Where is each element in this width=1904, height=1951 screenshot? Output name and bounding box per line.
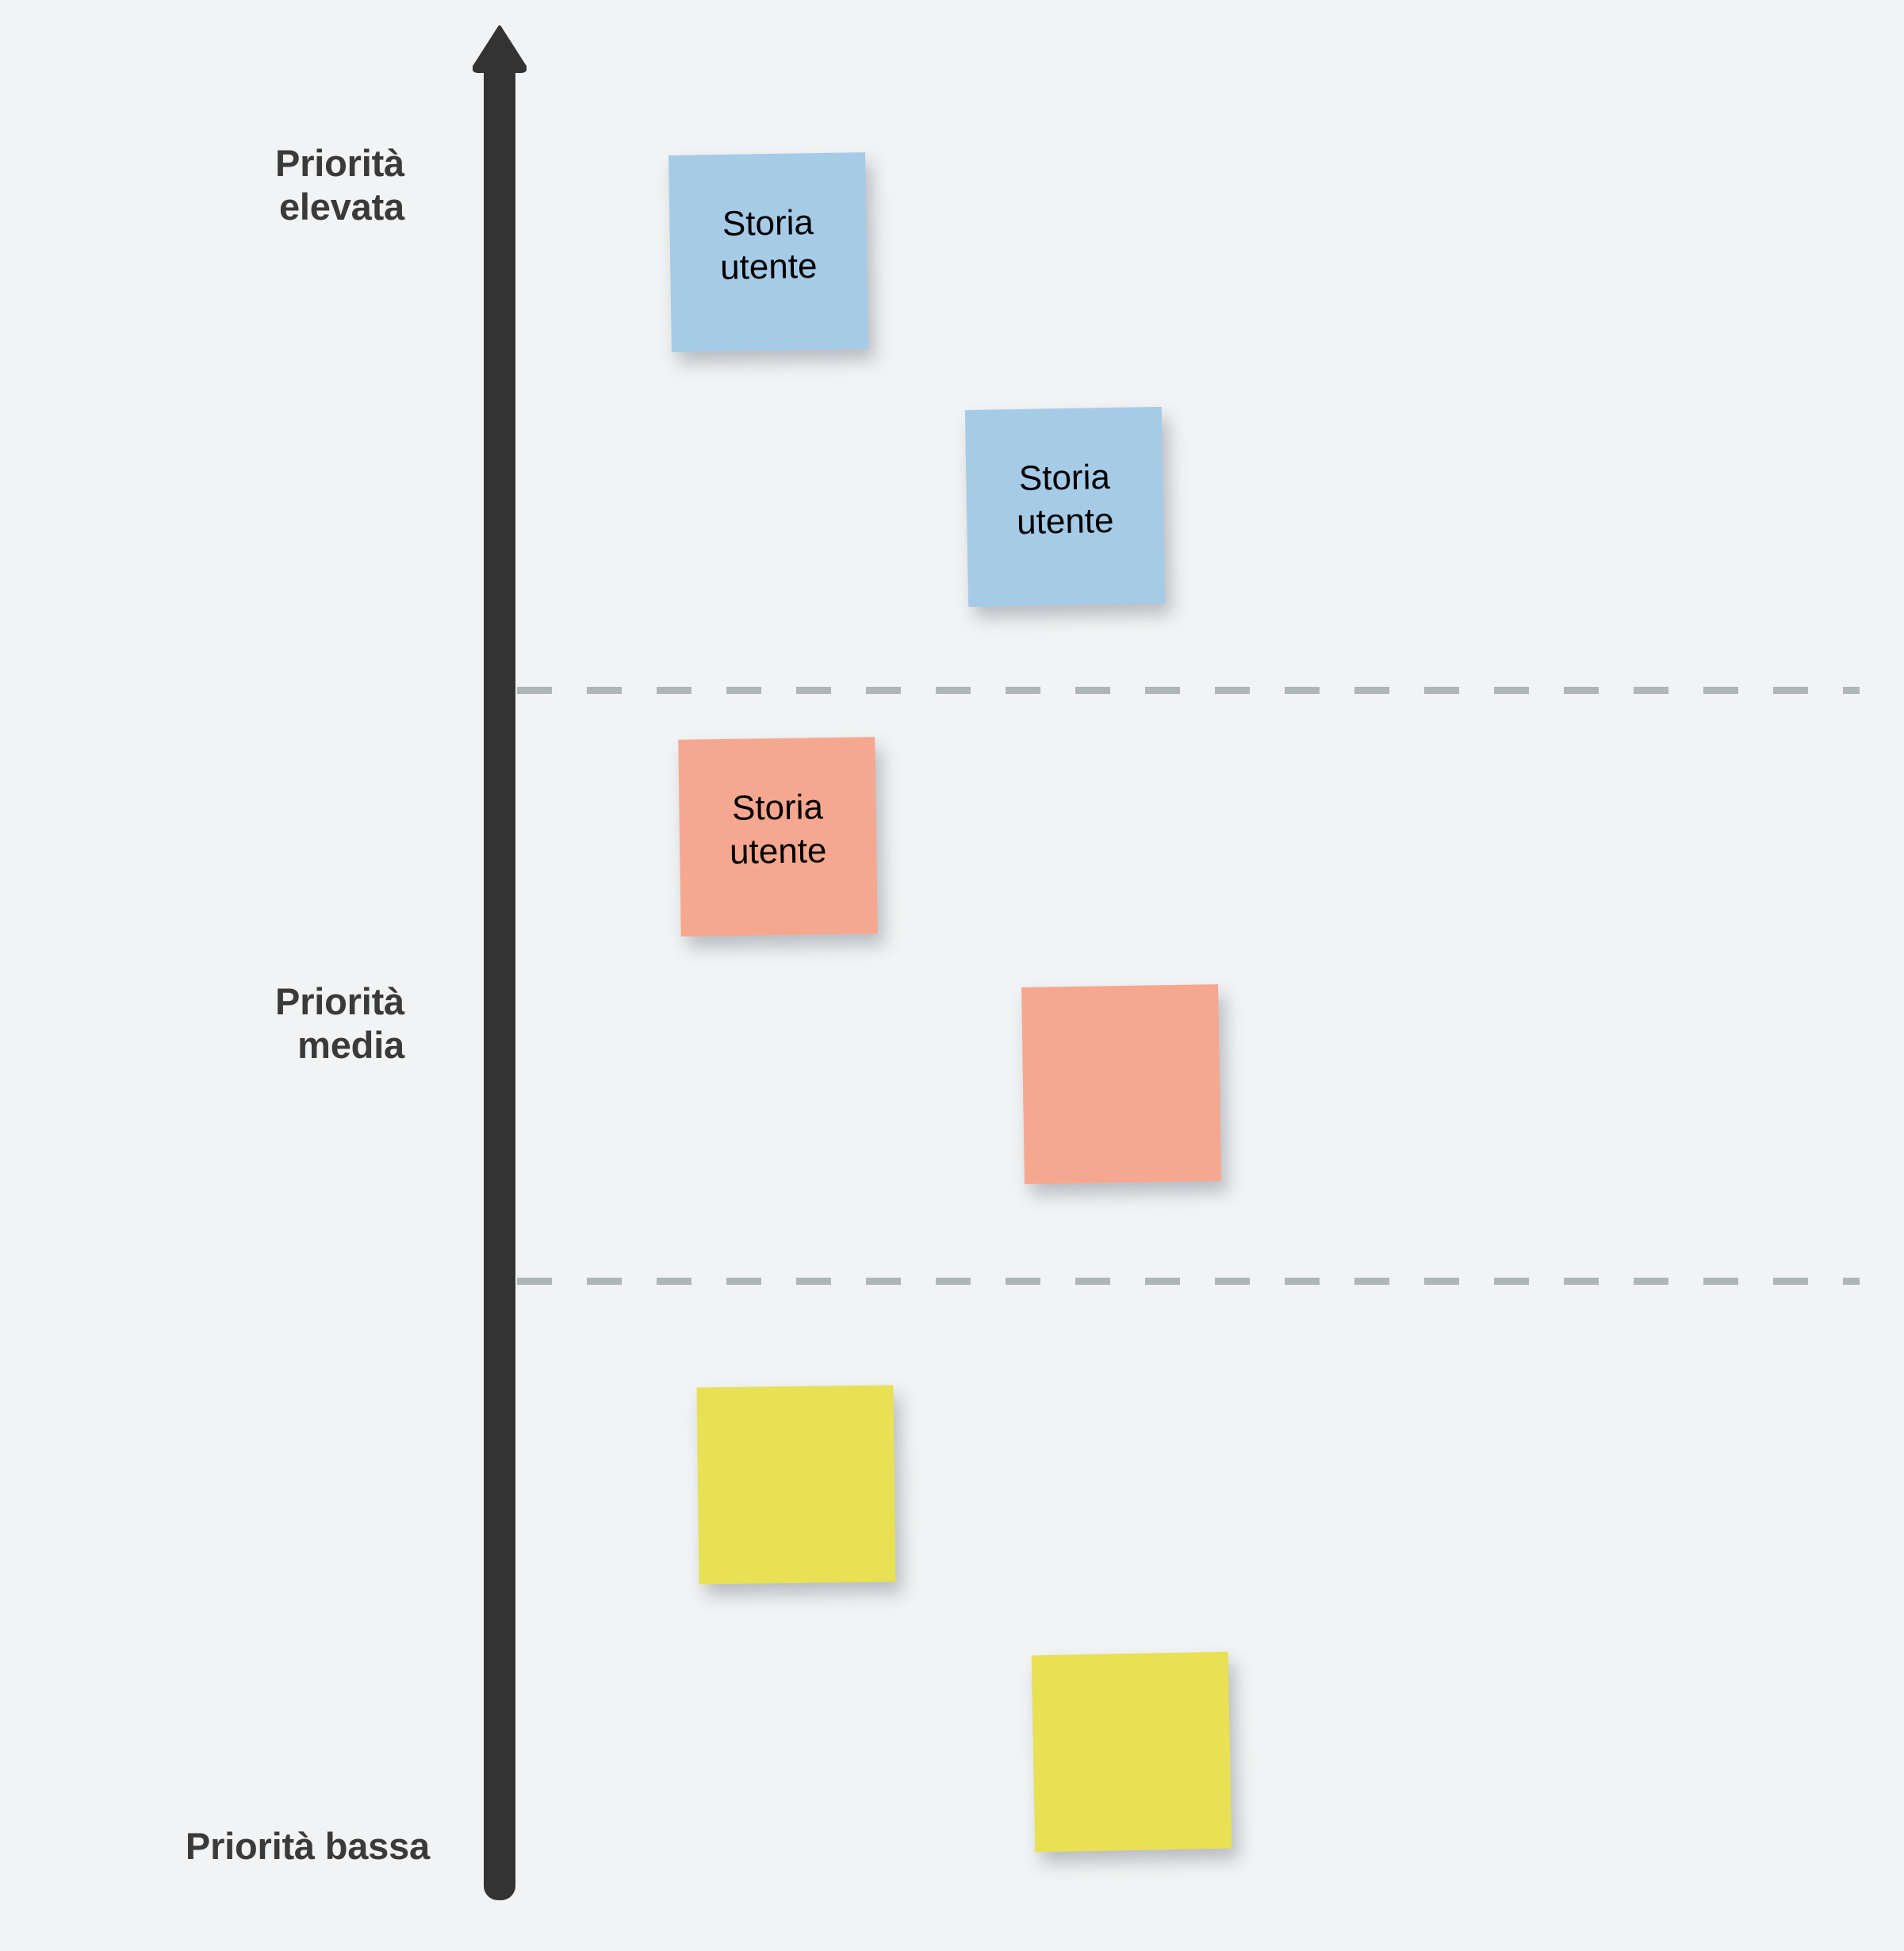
sticky-note[interactable]: Storia utente (678, 737, 878, 937)
sticky-note[interactable]: Storia utente (669, 152, 868, 352)
label-priority-medium: Priorità media (275, 980, 404, 1067)
label-priority-low: Priorità bassa (185, 1825, 430, 1867)
sticky-note[interactable]: Storia utente (964, 406, 1166, 608)
divider-medium-low (517, 1278, 1860, 1285)
sticky-note[interactable] (1031, 1651, 1232, 1853)
label-priority-high: Priorità elevata (275, 142, 404, 228)
sticky-note[interactable] (1021, 984, 1221, 1184)
divider-high-medium (517, 687, 1860, 694)
up-arrow-icon (473, 25, 527, 75)
priority-axis-line (484, 70, 515, 1900)
sticky-note[interactable] (696, 1385, 896, 1585)
